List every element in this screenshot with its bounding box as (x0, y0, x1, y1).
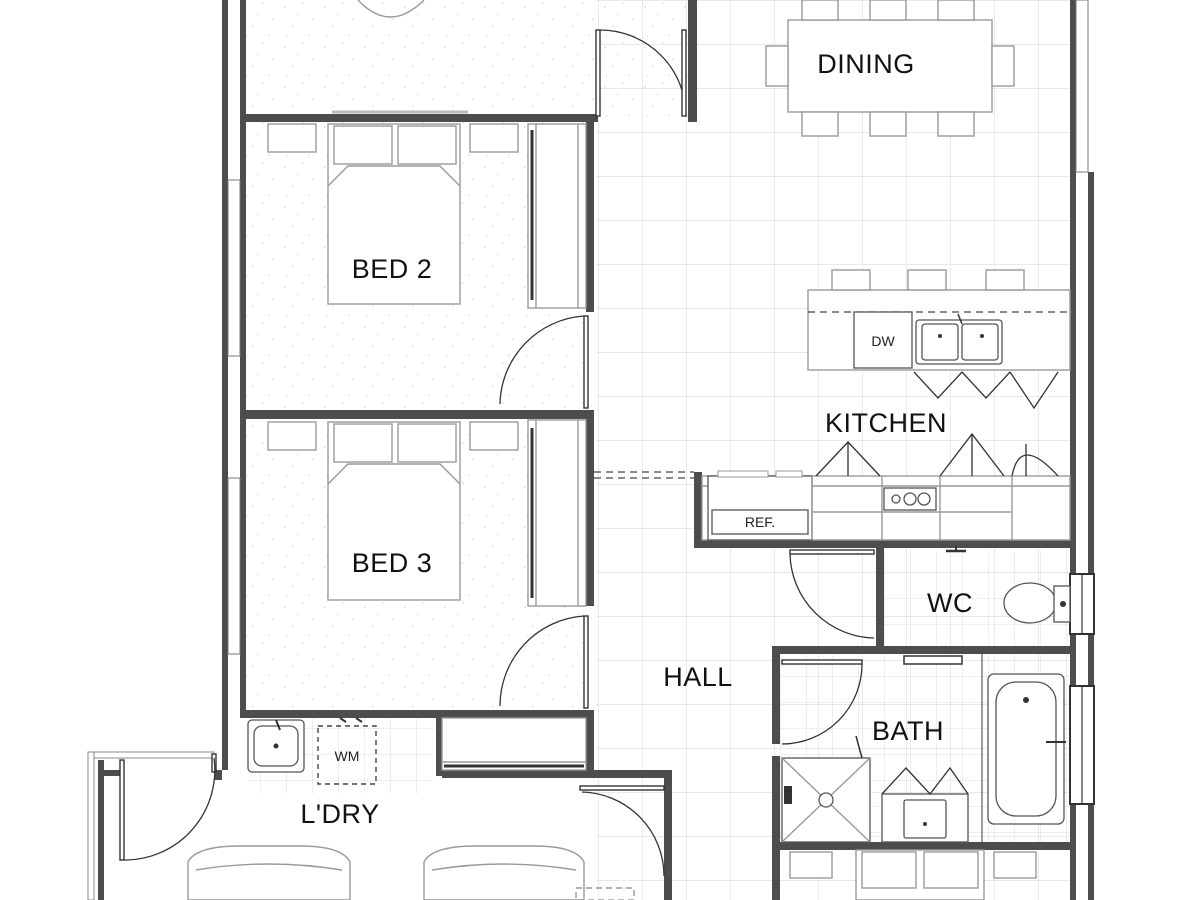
room-label-kitchen: KITCHEN (825, 408, 947, 438)
top-room-furniture (357, 0, 425, 18)
room-label-dining: DINING (817, 49, 915, 79)
room-label-laundry: L'DRY (300, 799, 379, 829)
washing-machine-label: WM (335, 748, 360, 764)
laundry-fixtures (247, 717, 587, 785)
room-label-bed-3: BED 3 (352, 548, 433, 578)
bottom-room-furniture (789, 849, 1037, 900)
room-label-wc: WC (927, 588, 973, 618)
doors (119, 29, 875, 877)
bed-3-furniture (267, 419, 587, 607)
room-label-bed-2: BED 2 (352, 254, 433, 284)
windows (332, 110, 1095, 805)
walls (87, 0, 1094, 900)
wc-fixtures (946, 546, 1071, 624)
room-label-bath: BATH (872, 716, 944, 746)
kitchen-island (807, 269, 1071, 410)
garage-cars (187, 845, 635, 900)
kitchen-bench (594, 432, 1071, 541)
dishwasher-label: DW (871, 333, 895, 349)
dining-table (765, 0, 1015, 137)
bath-fixtures (781, 654, 1066, 843)
room-label-hall: HALL (663, 662, 733, 692)
refrigerator-label: REF. (745, 514, 775, 530)
bed-2-furniture (267, 123, 587, 309)
